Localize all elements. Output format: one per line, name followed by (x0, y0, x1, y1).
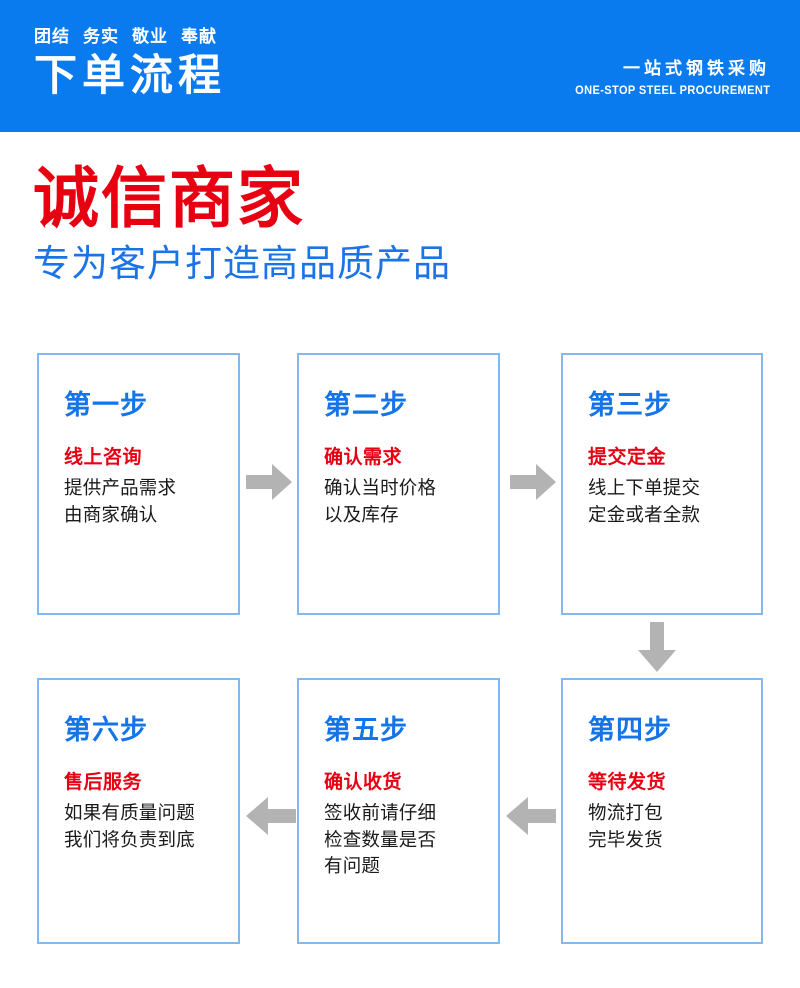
step-card-3-content: 第三步 提交定金 线上下单提交 定金或者全款 (588, 390, 751, 528)
step-card-5[interactable]: 第五步 确认收货 签收前请仔细 检查数量是否 有问题 (297, 678, 500, 944)
step-card-1[interactable]: 第一步 线上咨询 提供产品需求 由商家确认 (37, 353, 240, 615)
slogan-english: ONE-STOP STEEL PROCUREMENT (574, 85, 770, 98)
step-1-desc-line-2: 由商家确认 (64, 503, 158, 525)
header-banner: 团结务实敬业奉献 下单流程 一站式钢铁采购 ONE-STOP STEEL PRO… (0, 0, 800, 132)
headline-main: 诚信商家 (33, 161, 305, 235)
step-2-title: 确认需求 (324, 446, 403, 468)
step-card-4[interactable]: 第四步 等待发货 物流打包 完毕发货 (561, 678, 763, 944)
step-3-desc-line-1: 线上下单提交 (588, 477, 701, 499)
step-6-desc-line-1: 如果有质量问题 (64, 802, 195, 824)
step-5-desc-line-2: 检查数量是否 (324, 828, 437, 850)
page-title: 下单流程 (34, 52, 226, 100)
step-4-description: 物流打包 完毕发货 (588, 800, 751, 853)
motto-word-3: 敬业 (132, 27, 168, 46)
motto-word-1: 团结 (34, 27, 70, 46)
step-5-title: 确认收货 (324, 771, 403, 793)
step-3-desc-line-2: 定金或者全款 (588, 503, 701, 525)
step-card-6[interactable]: 第六步 售后服务 如果有质量问题 我们将负责到底 (37, 678, 240, 944)
step-card-4-content: 第四步 等待发货 物流打包 完毕发货 (588, 715, 751, 853)
step-card-2[interactable]: 第二步 确认需求 确认当时价格 以及库存 (297, 353, 500, 615)
step-1-description: 提供产品需求 由商家确认 (64, 475, 228, 528)
step-2-description: 确认当时价格 以及库存 (324, 475, 488, 528)
arrow-down-icon (638, 622, 676, 672)
step-4-title: 等待发货 (588, 771, 667, 793)
step-card-2-content: 第二步 确认需求 确认当时价格 以及库存 (324, 390, 488, 528)
step-5-desc-line-3: 有问题 (324, 855, 381, 877)
arrow-right-icon (510, 464, 556, 500)
step-card-5-content: 第五步 确认收货 签收前请仔细 检查数量是否 有问题 (324, 715, 488, 879)
step-4-desc-line-1: 物流打包 (588, 802, 663, 824)
arrow-left-icon (506, 797, 556, 835)
step-2-label: 第二步 (324, 390, 408, 420)
step-2-desc-line-1: 确认当时价格 (324, 477, 437, 499)
arrow-left-icon (246, 797, 296, 835)
step-1-desc-line-1: 提供产品需求 (64, 477, 177, 499)
step-3-description: 线上下单提交 定金或者全款 (588, 475, 751, 528)
step-1-title: 线上咨询 (64, 446, 143, 468)
step-5-label: 第五步 (324, 715, 408, 745)
step-1-label: 第一步 (64, 390, 148, 420)
step-4-desc-line-2: 完毕发货 (588, 828, 663, 850)
step-2-desc-line-2: 以及库存 (324, 503, 399, 525)
company-motto: 团结务实敬业奉献 (34, 28, 226, 45)
step-card-3[interactable]: 第三步 提交定金 线上下单提交 定金或者全款 (561, 353, 763, 615)
step-card-6-content: 第六步 售后服务 如果有质量问题 我们将负责到底 (64, 715, 228, 853)
banner-right-group: 一站式钢铁采购 ONE-STOP STEEL PROCUREMENT (567, 59, 770, 99)
step-6-description: 如果有质量问题 我们将负责到底 (64, 800, 228, 853)
headline-sub: 专为客户打造高品质产品 (33, 242, 451, 284)
step-card-1-content: 第一步 线上咨询 提供产品需求 由商家确认 (64, 390, 228, 528)
motto-word-4: 奉献 (181, 27, 217, 46)
motto-word-2: 务实 (83, 27, 119, 46)
step-6-label: 第六步 (64, 715, 148, 745)
headline-block: 诚信商家 专为客户打造高品质产品 (33, 161, 451, 285)
banner-left-group: 团结务实敬业奉献 下单流程 (34, 28, 226, 99)
step-6-title: 售后服务 (64, 771, 143, 793)
arrow-right-icon (246, 464, 292, 500)
slogan-chinese: 一站式钢铁采购 (623, 59, 770, 78)
step-4-label: 第四步 (588, 715, 672, 745)
step-5-description: 签收前请仔细 检查数量是否 有问题 (324, 800, 488, 879)
step-6-desc-line-2: 我们将负责到底 (64, 828, 195, 850)
step-5-desc-line-1: 签收前请仔细 (324, 802, 437, 824)
step-3-label: 第三步 (588, 390, 672, 420)
step-3-title: 提交定金 (588, 446, 667, 468)
